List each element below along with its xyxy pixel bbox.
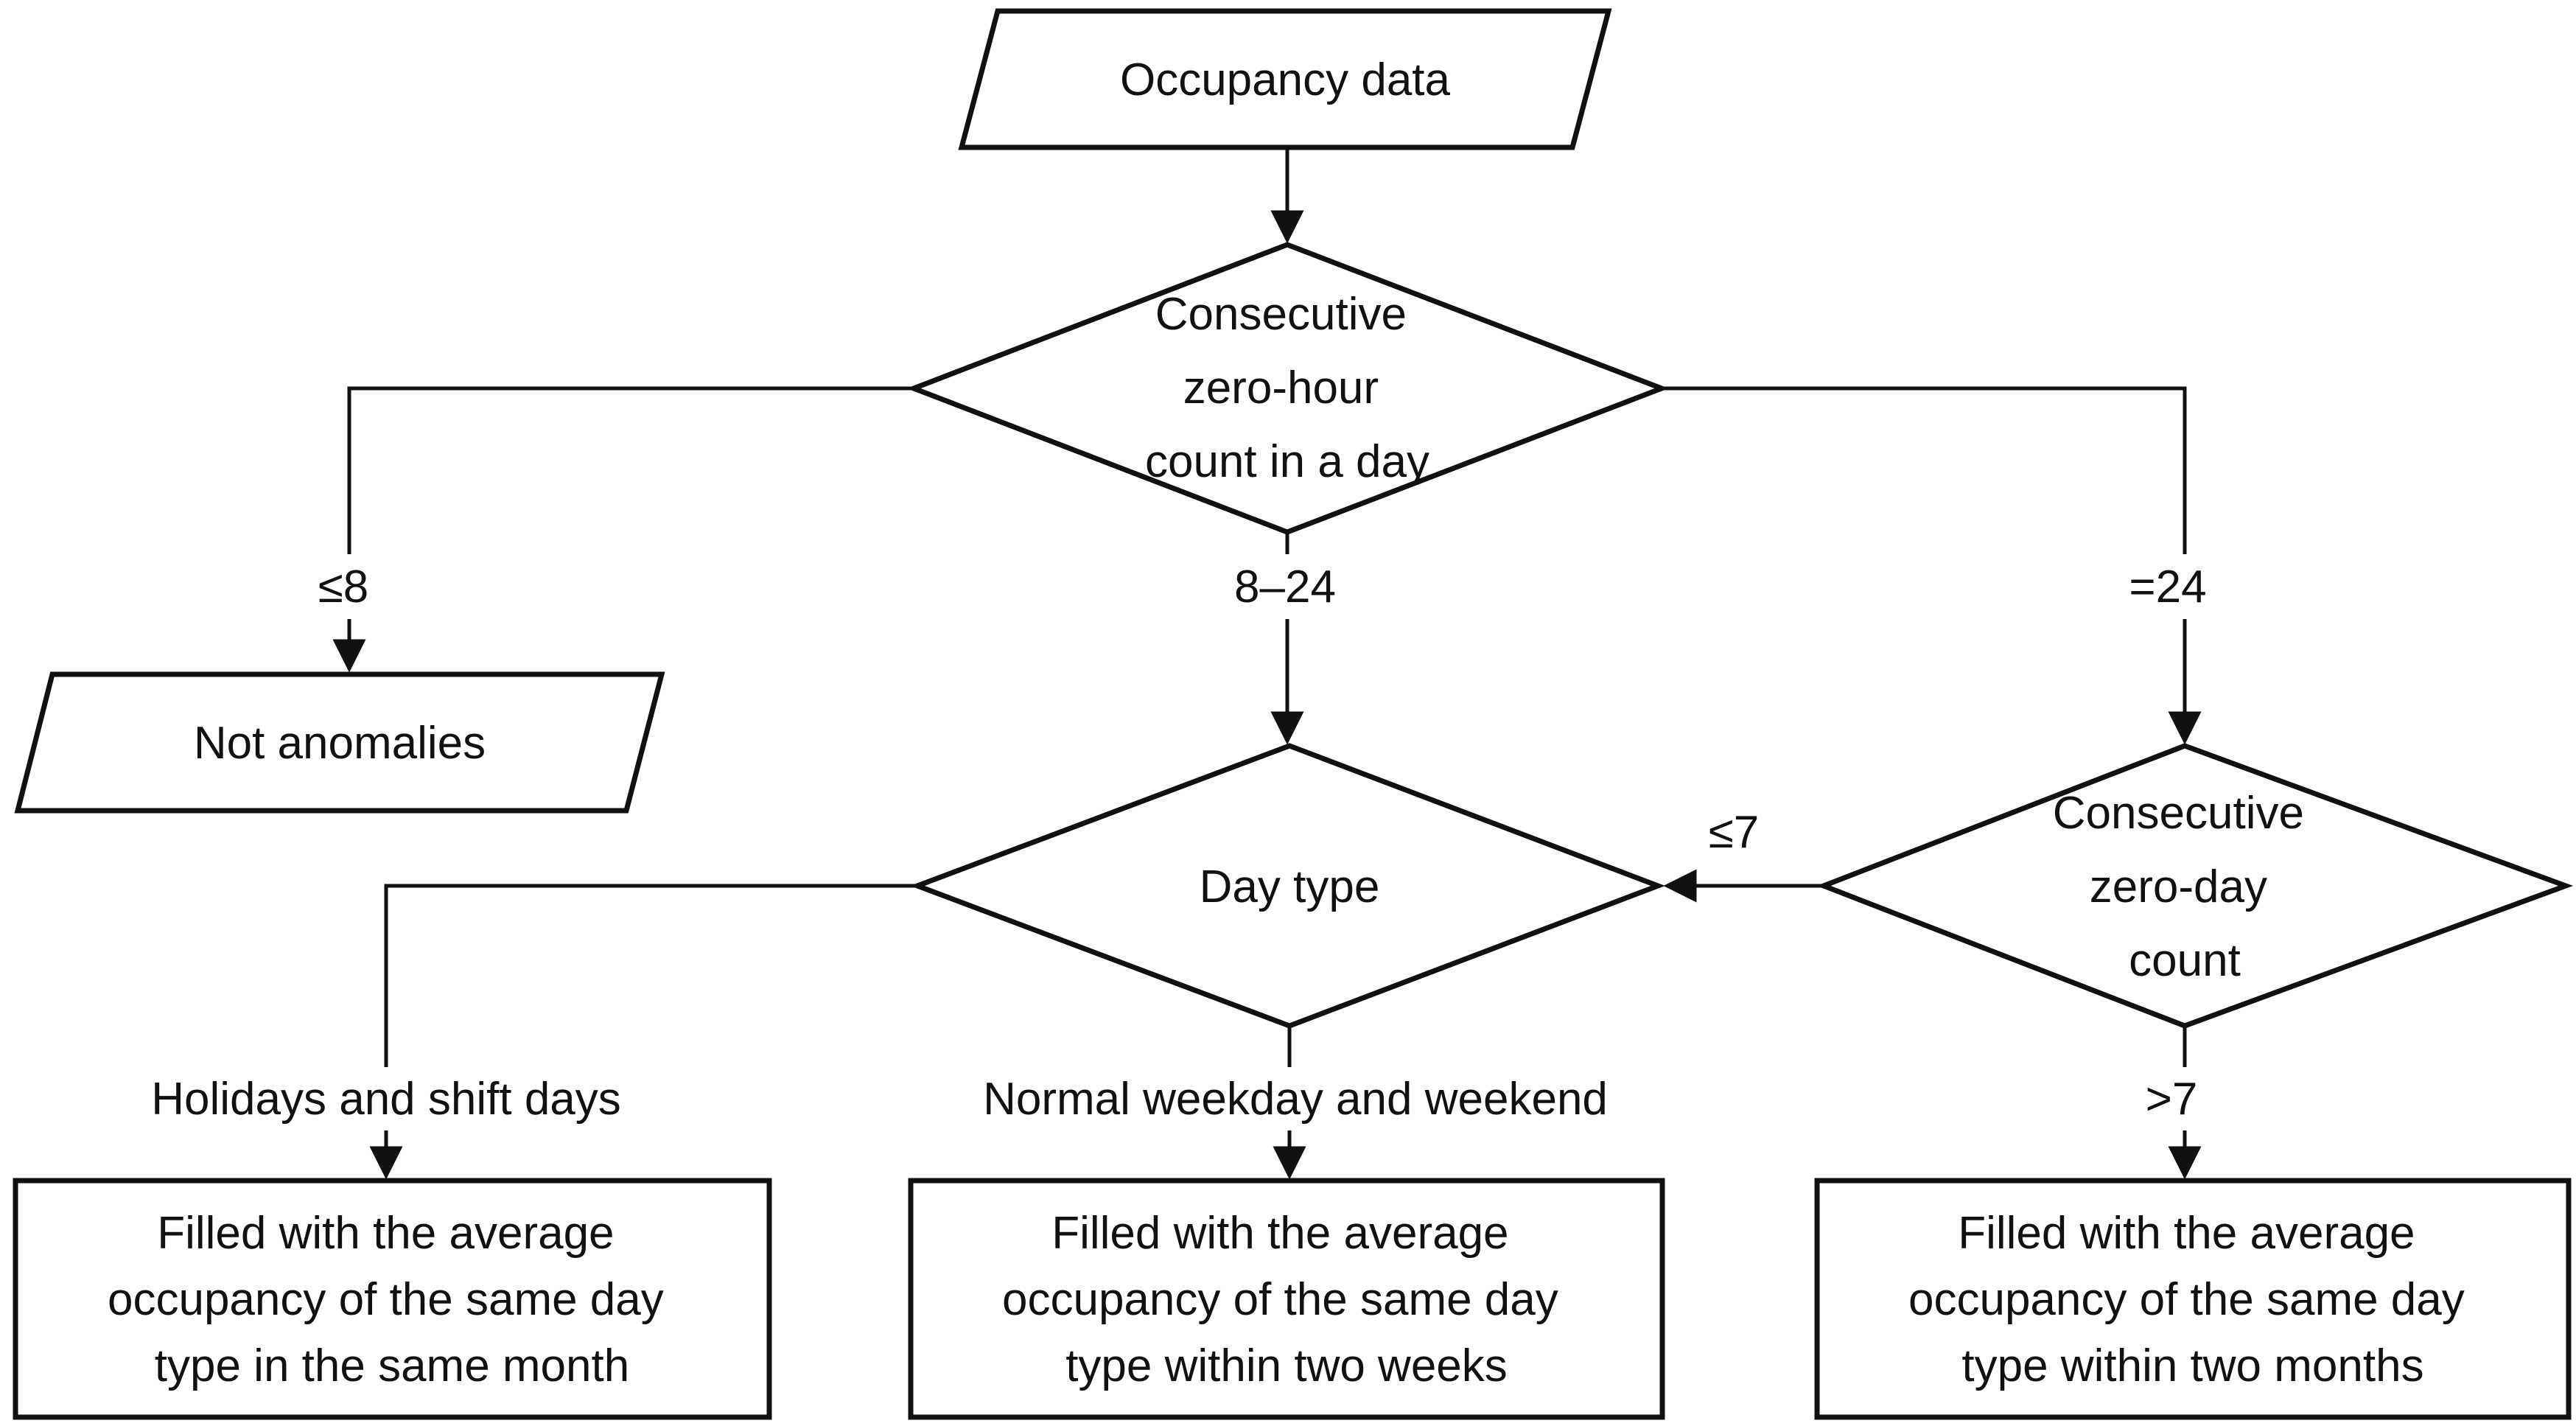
node-fill-two-weeks xyxy=(908,1178,1665,1420)
nodes xyxy=(13,8,2574,1420)
label-fill-two-weeks: Filled with the average occupancy of the… xyxy=(1002,1208,1571,1391)
label-not-anomalies: Not anomalies xyxy=(194,718,486,769)
edge-labels: ≤8 8–24 =24 ≤7 Holidays and shift days N… xyxy=(151,562,2206,1125)
label-zero-day-decision: Consecutive zero-day count xyxy=(2053,788,2317,986)
node-zero-day-decision xyxy=(1816,743,2574,1029)
edge-daytype-left-elbow xyxy=(384,884,917,1067)
node-zero-hour-decision xyxy=(906,242,1669,535)
label-fill-two-months: Filled with the average occupancy of the… xyxy=(1908,1208,2477,1391)
edge-zerohour-left-elbow xyxy=(347,386,914,554)
edge-label-normal: Normal weekday and weekend xyxy=(983,1074,1608,1125)
edge-label-gt7: >7 xyxy=(2146,1074,2198,1125)
node-labels: Occupancy data Consecutive zero-hour cou… xyxy=(108,55,2477,1391)
edge-label-8-24: 8–24 xyxy=(1234,562,1336,612)
edge-label-eq24: =24 xyxy=(2129,562,2206,612)
edge-label-holidays: Holidays and shift days xyxy=(151,1074,621,1125)
node-day-type-decision xyxy=(910,743,1665,1029)
edge-label-le7: ≤7 xyxy=(1709,807,1760,858)
node-not-anomalies xyxy=(14,671,665,814)
label-occupancy-data: Occupancy data xyxy=(1120,55,1451,105)
edge-zerohour-right-elbow xyxy=(1662,386,2187,554)
label-zero-hour-decision: Consecutive zero-hour count in a day xyxy=(1145,289,1429,487)
node-fill-same-month xyxy=(13,1178,772,1420)
edge-label-le8: ≤8 xyxy=(318,562,369,612)
node-occupancy-data xyxy=(958,8,1612,150)
connectors xyxy=(332,147,2202,1180)
label-day-type-decision: Day type xyxy=(1200,861,1380,912)
label-fill-same-month: Filled with the average occupancy of the… xyxy=(108,1208,676,1391)
node-fill-two-months xyxy=(1814,1178,2572,1420)
